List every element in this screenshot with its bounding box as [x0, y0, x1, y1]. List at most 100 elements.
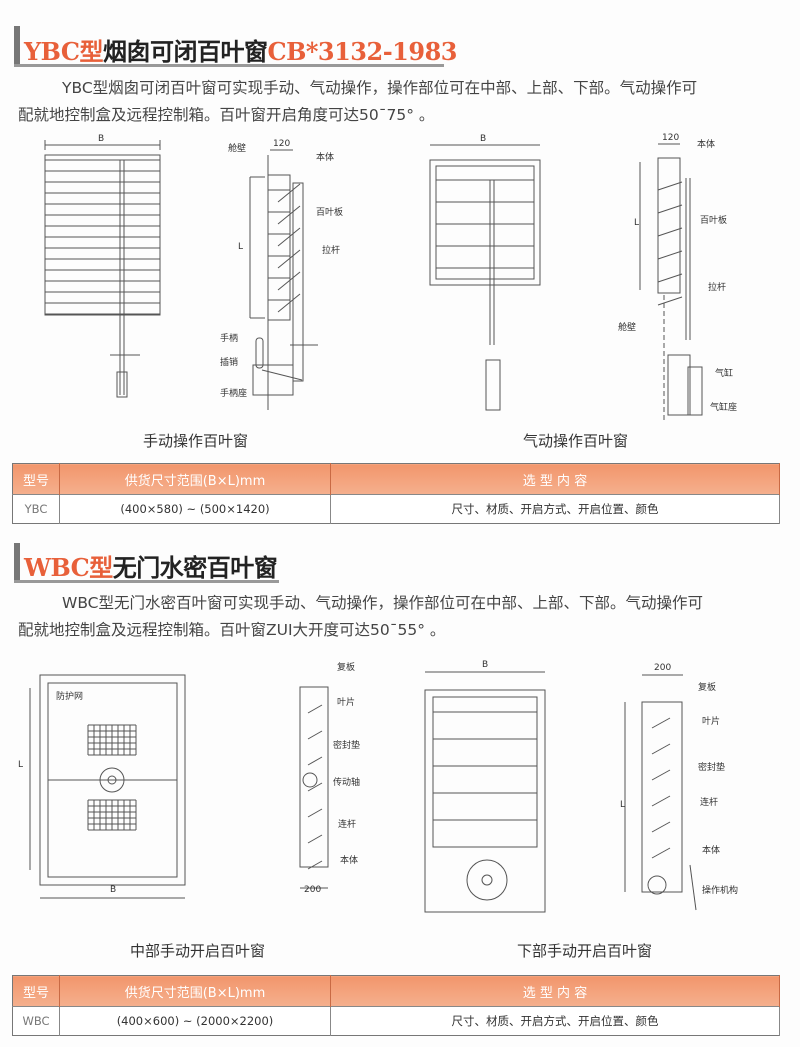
desc-line-1: WBC型无门水密百叶窗可实现手动、气动操作，操作部位可在中部、上部、下部。气动操… — [62, 594, 704, 612]
dim-120: 120 — [273, 139, 291, 149]
label-shaft: 传动轴 — [333, 778, 361, 788]
table-row: WBC (400×600) ~ (2000×2200) 尺寸、材质、开启方式、开… — [12, 1006, 780, 1036]
louver-blade — [277, 205, 301, 225]
table-header: 型号 供货尺寸范围(B×L)mm 选 型 内 容 — [12, 463, 780, 495]
caption-middle: 中部手动开启百叶窗 — [130, 942, 266, 960]
label-cylinder-seat: 气缸座 — [710, 403, 738, 413]
louver-blade — [657, 296, 683, 306]
louver-blade — [651, 743, 671, 755]
label-blade: 叶片 — [702, 717, 721, 727]
cell-options: 尺寸、材质、开启方式、开启位置、颜色 — [330, 1006, 780, 1036]
title-model: YBC型 — [24, 37, 103, 66]
louver-blade — [657, 227, 683, 237]
label-handle-seat: 手柄座 — [220, 389, 248, 399]
cell-size-range: (400×580) ~ (500×1420) — [59, 494, 331, 524]
title-marker — [14, 543, 20, 583]
header-options: 选 型 内 容 — [330, 463, 780, 495]
louver-blade — [277, 293, 301, 313]
louver-blade — [277, 227, 301, 247]
louver-blade — [277, 271, 301, 291]
dim-200: 200 — [654, 663, 672, 673]
label-louver-plate: 百叶板 — [700, 216, 728, 226]
label-bulkhead: 舱壁 — [228, 144, 247, 154]
label-body: 本体 — [316, 153, 335, 163]
louver-blade — [651, 847, 671, 859]
caption-manual: 手动操作百叶窗 — [143, 432, 249, 450]
label-body: 本体 — [702, 846, 721, 856]
cell-options: 尺寸、材质、开启方式、开启位置、颜色 — [330, 494, 780, 524]
ybc-spec-table: 型号 供货尺寸范围(B×L)mm 选 型 内 容 YBC (400×580) ~… — [12, 463, 780, 524]
dim-l: L — [18, 760, 24, 770]
title-name: 烟囱可闭百叶窗 — [102, 37, 268, 66]
dim-l: L — [238, 242, 244, 252]
label-rod: 拉杆 — [322, 246, 341, 256]
label-cylinder: 气缸 — [715, 369, 734, 379]
table-header: 型号 供货尺寸范围(B×L)mm 选 型 内 容 — [12, 975, 780, 1007]
label-mesh: 防护网 — [56, 692, 84, 702]
title-model: WBC型 — [24, 553, 113, 582]
label-body: 本体 — [340, 856, 359, 866]
header-options: 选 型 内 容 — [330, 975, 780, 1007]
louver-blade — [307, 808, 323, 818]
label-blade: 叶片 — [337, 698, 356, 708]
louver-blade — [277, 249, 301, 269]
caption-pneumatic: 气动操作百叶窗 — [523, 432, 629, 450]
label-seal: 密封垫 — [698, 763, 726, 773]
dim-b: B — [110, 885, 117, 895]
louver-blade — [657, 204, 683, 214]
cell-size-range: (400×600) ~ (2000×2200) — [59, 1006, 331, 1036]
louver-blade — [657, 273, 683, 283]
label-link: 连杆 — [700, 798, 719, 808]
header-size-range: 供货尺寸范围(B×L)mm — [59, 975, 331, 1007]
dim-120: 120 — [662, 133, 680, 143]
dim-l: L — [634, 218, 640, 228]
dim-200: 200 — [304, 885, 322, 895]
header-model: 型号 — [12, 975, 60, 1007]
louver-blade — [307, 730, 323, 740]
title-name: 无门水密百叶窗 — [112, 553, 278, 582]
label-link: 连杆 — [338, 820, 357, 830]
louver-blade — [651, 769, 671, 781]
wbc-spec-table: 型号 供货尺寸范围(B×L)mm 选 型 内 容 WBC (400×600) ~… — [12, 975, 780, 1036]
louver-blade — [307, 756, 323, 766]
louver-blade — [657, 181, 683, 191]
label-cover: 复板 — [337, 663, 356, 673]
table-row: YBC (400×580) ~ (500×1420) 尺寸、材质、开启方式、开启… — [12, 494, 780, 524]
desc-line-2: 配就地控制盒及远程控制箱。百叶窗开启角度可达50¯75° 。 — [18, 106, 435, 124]
dim-l: L — [620, 800, 626, 810]
louver-blade — [651, 795, 671, 807]
dim-b: B — [482, 660, 489, 670]
caption-bottom: 下部手动开启百叶窗 — [517, 942, 653, 960]
dim-b: B — [98, 134, 105, 144]
wbc-description: WBC型无门水密百叶窗可实现手动、气动操作，操作部位可在中部、上部、下部。气动操… — [18, 590, 788, 644]
desc-line-2: 配就地控制盒及远程控制箱。百叶窗ZUI大开度可达50¯55° 。 — [18, 621, 446, 639]
section-title-wbc: WBC型无门水密百叶窗 — [24, 548, 278, 583]
ybc-description: YBC型烟囱可闭百叶窗可实现手动、气动操作，操作部位可在中部、上部、下部。气动操… — [18, 75, 788, 129]
louver-blade — [307, 834, 323, 844]
louver-blade — [657, 250, 683, 260]
cell-model: WBC — [12, 1006, 60, 1036]
label-cover: 复板 — [698, 683, 717, 693]
dim-b: B — [480, 134, 487, 144]
louver-blade — [307, 704, 323, 714]
header-model: 型号 — [12, 463, 60, 495]
louver-blade — [651, 717, 671, 729]
cell-model: YBC — [12, 494, 60, 524]
label-seal: 密封垫 — [333, 741, 361, 751]
label-louver-plate: 百叶板 — [316, 208, 344, 218]
desc-line-1: YBC型烟囱可闭百叶窗可实现手动、气动操作，操作部位可在中部、上部、下部。气动操… — [62, 79, 698, 97]
label-operating-mechanism: 操作机构 — [702, 886, 739, 896]
louver-blade — [651, 821, 671, 833]
title-underline — [14, 580, 279, 583]
louver-blade — [307, 782, 323, 792]
label-body: 本体 — [697, 140, 716, 150]
label-pin: 插销 — [220, 358, 239, 368]
title-standard: CB*3132-1983 — [267, 37, 457, 66]
title-marker — [14, 26, 20, 66]
label-handle: 手柄 — [220, 334, 239, 344]
louver-blade — [307, 860, 323, 870]
label-bulkhead: 舱壁 — [618, 323, 637, 333]
section-title-ybc: YBC型烟囱可闭百叶窗CB*3132-1983 — [24, 32, 457, 67]
